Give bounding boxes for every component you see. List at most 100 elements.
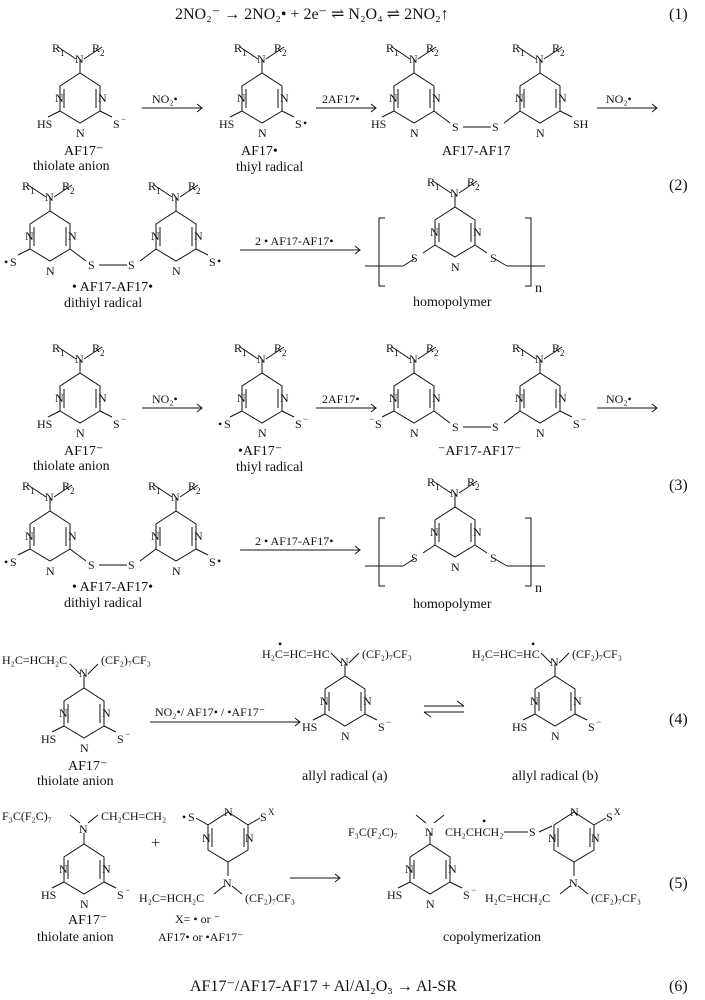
sub-1: 1: [520, 348, 525, 358]
substituent-r2: R: [274, 341, 282, 355]
atom-hs: HS: [512, 720, 527, 734]
substituent-allyl-a: H₂C=HC=HC: [262, 647, 330, 661]
atom-hs: HS: [371, 117, 386, 131]
atom-n: N: [473, 225, 482, 239]
radical-dot: •: [218, 417, 222, 431]
atom-n: N: [237, 91, 246, 105]
atom-n: N: [76, 426, 85, 440]
atom-n: N: [171, 190, 180, 204]
sub-2: 2: [282, 48, 287, 58]
atom-n: N: [389, 91, 398, 105]
arrowhead: [651, 103, 658, 113]
substituent-r1: R: [386, 41, 394, 55]
minus-sign: −: [303, 414, 308, 424]
triazine-thiolate-anion-3a: [47, 346, 113, 424]
copolymer-chain: CH₂CHCH₂: [445, 825, 503, 839]
atom-n: N: [172, 564, 181, 578]
atom-n: N: [430, 525, 439, 539]
atom-n: N: [194, 229, 203, 243]
label-homopolymer: homopolymer: [413, 597, 492, 612]
label-dimer: AF17-AF17: [442, 144, 510, 159]
atom-n: N: [450, 486, 459, 500]
atom-hs: HS: [41, 732, 56, 746]
atom-s: S: [117, 888, 124, 902]
label-allyl-b: allyl radical (b): [512, 769, 599, 784]
minus-sign: −: [581, 414, 586, 424]
atom-s: S: [463, 888, 470, 902]
s-x: X: [614, 807, 621, 817]
label-x-def-1: X= • or ⁻: [175, 912, 220, 926]
atom-n-bottom: N: [76, 126, 85, 140]
chain-ring-bond: [538, 825, 553, 833]
atom-s: S: [209, 555, 216, 569]
triazine-thiolate-5: [51, 814, 117, 895]
atom-s: S: [529, 825, 536, 839]
triazine-thiolate-anion-2a: [47, 46, 113, 124]
label-thiolate: thiolate anion: [37, 930, 114, 945]
atom-n: N: [46, 264, 55, 278]
triazine-dithiyl-left-2b: [17, 184, 87, 262]
substituent-perfluoro: (CF₂)₇CF₃: [591, 891, 641, 905]
triazine-copolymer-left: [397, 814, 463, 895]
arrowhead: [370, 103, 377, 113]
atom-n: N: [172, 264, 181, 278]
sub-1: 1: [394, 348, 399, 358]
atom-n: N: [450, 186, 459, 200]
atom-n: N: [550, 655, 559, 669]
atom-n: N: [451, 260, 460, 274]
label-dithiyl-name: • AF17-AF17•: [72, 580, 153, 595]
label-dithiyl: dithiyl radical: [64, 596, 142, 611]
atom-n: N: [410, 126, 419, 140]
substituent-f3c: F₃C(F₂C)₇: [2, 809, 52, 823]
atom-n: N: [515, 391, 524, 405]
minus-sign: −: [125, 885, 130, 895]
label-x-def-2: AF17• or •AF17⁻: [158, 930, 243, 944]
substituent-r2: R: [552, 341, 560, 355]
substituent-r2: R: [426, 41, 434, 55]
minus-sign: −: [369, 414, 374, 424]
arrowhead: [196, 403, 203, 413]
substituent-f3c: F₃C(F₂C)₇: [348, 825, 398, 839]
sub-1: 1: [60, 348, 65, 358]
triazine-copolymer-right: [553, 811, 607, 895]
arrowhead: [196, 103, 203, 113]
atom-n: N: [548, 831, 557, 845]
atom-n: N: [558, 91, 567, 105]
substituent-perfluoro: (CF₂)₇CF₃: [101, 653, 151, 667]
substituent-allyl-chain: CH₂CH=CH₂: [101, 809, 166, 823]
sub-1: 1: [156, 486, 161, 496]
radical-dot: •: [482, 814, 486, 828]
radical-dot: •: [4, 255, 8, 269]
equation-number-1: (1): [669, 6, 688, 23]
atom-n: N: [245, 831, 254, 845]
substituent-r1: R: [22, 479, 30, 493]
substituent-r1: R: [148, 179, 156, 193]
atom-s: S: [128, 558, 135, 572]
atom-n: N: [280, 391, 289, 405]
label-af17-minus: AF17⁻: [64, 444, 103, 459]
radical-dot: •: [217, 554, 221, 568]
atom-s: S: [411, 251, 418, 265]
substituent-r2: R: [426, 341, 434, 355]
atom-n: N: [223, 876, 232, 890]
atom-s: S: [452, 120, 459, 134]
atom-s: S: [492, 120, 499, 134]
substituent-r1: R: [512, 41, 520, 55]
substituent-r2: R: [467, 175, 475, 189]
minus-sign: −: [125, 729, 130, 739]
atom-sh: SH: [573, 117, 589, 131]
arrowhead: [354, 245, 361, 255]
atom-n: N: [515, 91, 524, 105]
s-x: X: [268, 807, 275, 817]
triazine-allyl-radical-a: [312, 652, 378, 727]
minus-sign: −: [121, 414, 126, 424]
label-dot-af17-minus: •AF17⁻: [238, 444, 282, 459]
substituent-r1: R: [234, 341, 242, 355]
substituent-r2: R: [62, 479, 70, 493]
atom-s: S: [224, 417, 231, 431]
atom-n: N: [46, 564, 55, 578]
atom-n: N: [257, 52, 266, 66]
atom-n: N: [409, 352, 418, 366]
